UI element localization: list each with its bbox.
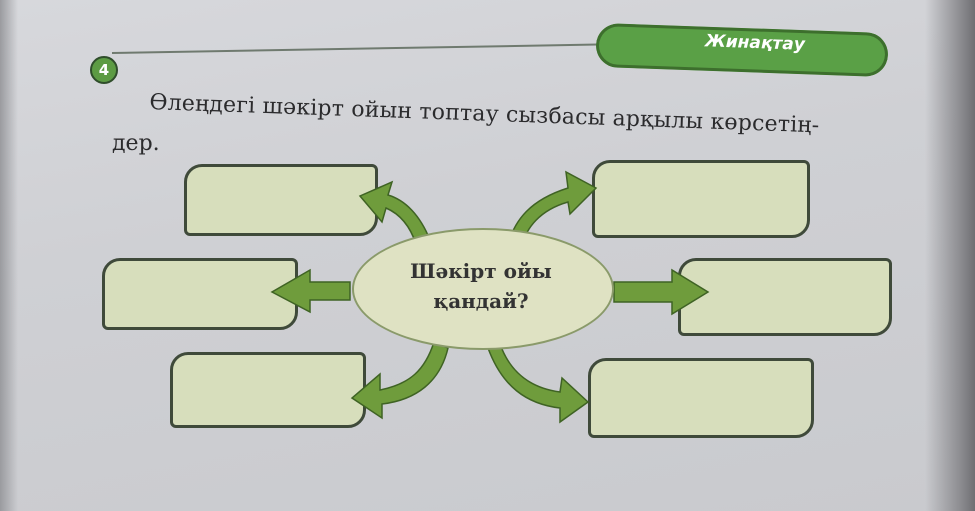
answer-box-top-left[interactable] <box>184 164 378 236</box>
arrow-to-bottom-right <box>487 343 590 424</box>
center-ellipse <box>352 228 614 350</box>
section-number-badge: 4 <box>90 56 118 84</box>
task-text-line-2: дер. <box>112 131 160 156</box>
arrow-to-middle-right <box>613 268 710 316</box>
center-question-line-2: қандай? <box>433 289 529 313</box>
answer-box-bottom-right[interactable] <box>588 358 814 438</box>
answer-box-top-right[interactable] <box>592 160 810 238</box>
answer-box-middle-right[interactable] <box>678 258 892 336</box>
arrow-to-top-left <box>358 180 432 245</box>
arrow-to-middle-left <box>270 268 351 314</box>
center-question: Шәкірт ойы қандай? <box>352 256 610 316</box>
arrow-to-top-right <box>507 170 598 247</box>
page-shadow <box>0 0 18 511</box>
arrow-to-bottom-left <box>350 340 449 420</box>
page-edge <box>925 0 975 511</box>
center-question-line-1: Шәкірт ойы <box>410 259 552 283</box>
